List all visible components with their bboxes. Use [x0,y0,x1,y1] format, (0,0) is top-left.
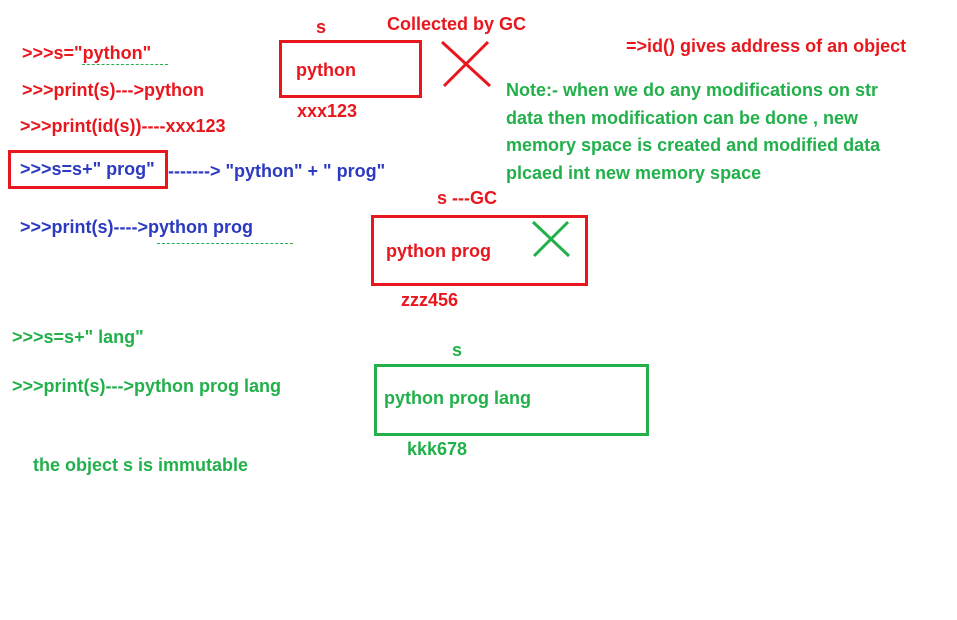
note-line-1: Note:- when we do any modifications on s… [506,80,879,100]
obj1-address: xxx123 [297,101,358,121]
cross-mark-icon-red [440,40,492,88]
concat-arrow-text: -------> "python" + " prog" [168,161,386,181]
code-assign-python: >>>s="python" [22,43,152,63]
obj3-address: kkk678 [407,439,468,459]
immutable-note: the object s is immutable [33,455,249,475]
obj3-value: python prog lang [384,388,531,408]
obj2-value: python prog [386,241,491,261]
underline-python-prog [157,243,293,244]
obj1-status: Collected by GC [387,14,527,34]
code-print-id: >>>print(id(s))----xxx123 [20,116,226,136]
code-print-prog: >>>print(s)---->python prog [20,217,253,237]
code-print-s: >>>print(s)--->python [22,80,205,100]
note-line-4: plcaed int new memory space [506,163,762,183]
underline-python [82,64,168,65]
code-concat-prog: >>>s=s+" prog" [20,159,155,179]
obj2-label: s ---GC [437,188,497,208]
obj2-memory-box [371,215,588,286]
id-note: =>id() gives address of an object [626,36,907,56]
obj1-memory-box [279,40,422,98]
code-concat-lang: >>>s=s+" lang" [12,327,144,347]
obj1-value: python [296,60,356,80]
note-line-2: data then modification can be done , new [506,108,859,128]
obj3-label: s [452,340,463,360]
obj3-memory-box [374,364,649,436]
cross-mark-icon-green [531,220,571,258]
note-line-3: memory space is created and modified dat… [506,135,881,155]
highlight-box-concat-prog [8,150,168,189]
obj1-label: s [316,17,327,37]
code-print-lang: >>>print(s)--->python prog lang [12,376,281,396]
obj2-address: zzz456 [401,290,459,310]
